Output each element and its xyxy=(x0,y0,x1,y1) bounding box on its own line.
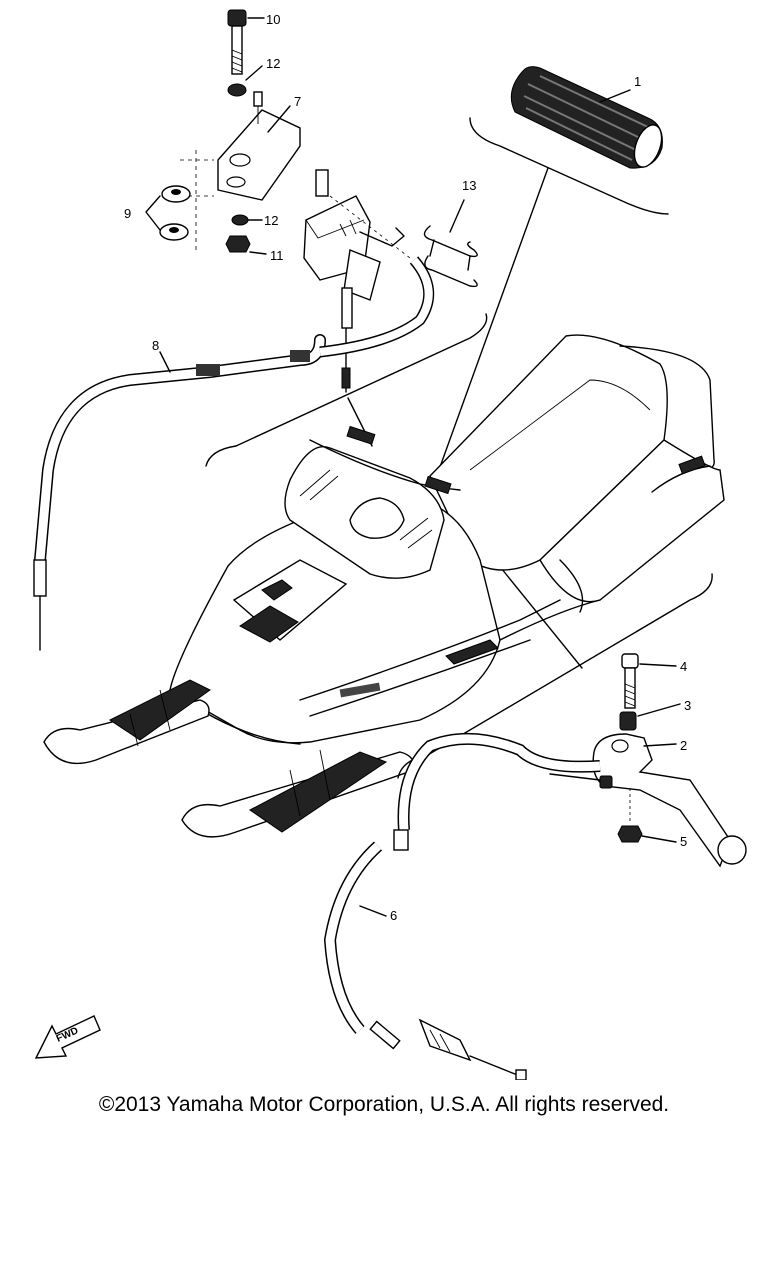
nut-5 xyxy=(617,825,643,843)
part-label-7: 7 xyxy=(294,94,301,109)
part-label-2: 2 xyxy=(680,738,687,753)
copyright-text: ©2013 Yamaha Motor Corporation, U.S.A. A… xyxy=(98,1093,670,1116)
part-label-11: 11 xyxy=(270,248,284,263)
right-ski xyxy=(181,749,415,838)
left-ski xyxy=(43,679,211,765)
clip-13 xyxy=(423,225,478,288)
part-label-12-bottom: 12 xyxy=(264,213,278,228)
part-label-13: 13 xyxy=(462,178,476,193)
part-label-1: 1 xyxy=(634,74,641,89)
part-label-4: 4 xyxy=(680,659,687,674)
throttle-cable-end xyxy=(341,287,353,393)
cable-6 xyxy=(323,732,613,1080)
snowmobile-body xyxy=(169,334,725,745)
bolt-10 xyxy=(227,9,247,75)
throttle-housing xyxy=(303,169,405,301)
part-label-3: 3 xyxy=(684,698,691,713)
part-label-10: 10 xyxy=(266,12,280,27)
bracket-7 xyxy=(217,91,301,201)
cable-8 xyxy=(33,256,435,651)
collar-3 xyxy=(619,711,637,731)
washer-12-bottom xyxy=(231,214,249,226)
lever-2 xyxy=(592,733,747,868)
part-label-9: 9 xyxy=(124,206,131,221)
leader-1 xyxy=(599,89,631,103)
part-label-5: 5 xyxy=(680,834,687,849)
nut-11 xyxy=(225,235,251,253)
bolt-4 xyxy=(621,653,639,709)
fwd-arrow-icon: FWD xyxy=(34,1015,101,1059)
handle-grip xyxy=(510,66,663,169)
grip-bracket-line xyxy=(469,117,669,215)
grommets-9 xyxy=(159,185,191,241)
part-label-8: 8 xyxy=(152,338,159,353)
parts-diagram: FWD 1 2 3 4 5 6 7 8 9 10 11 12 12 13 xyxy=(33,9,747,1080)
part-label-12-top: 12 xyxy=(266,56,280,71)
washer-12-top xyxy=(227,83,247,97)
part-label-6: 6 xyxy=(390,908,397,923)
